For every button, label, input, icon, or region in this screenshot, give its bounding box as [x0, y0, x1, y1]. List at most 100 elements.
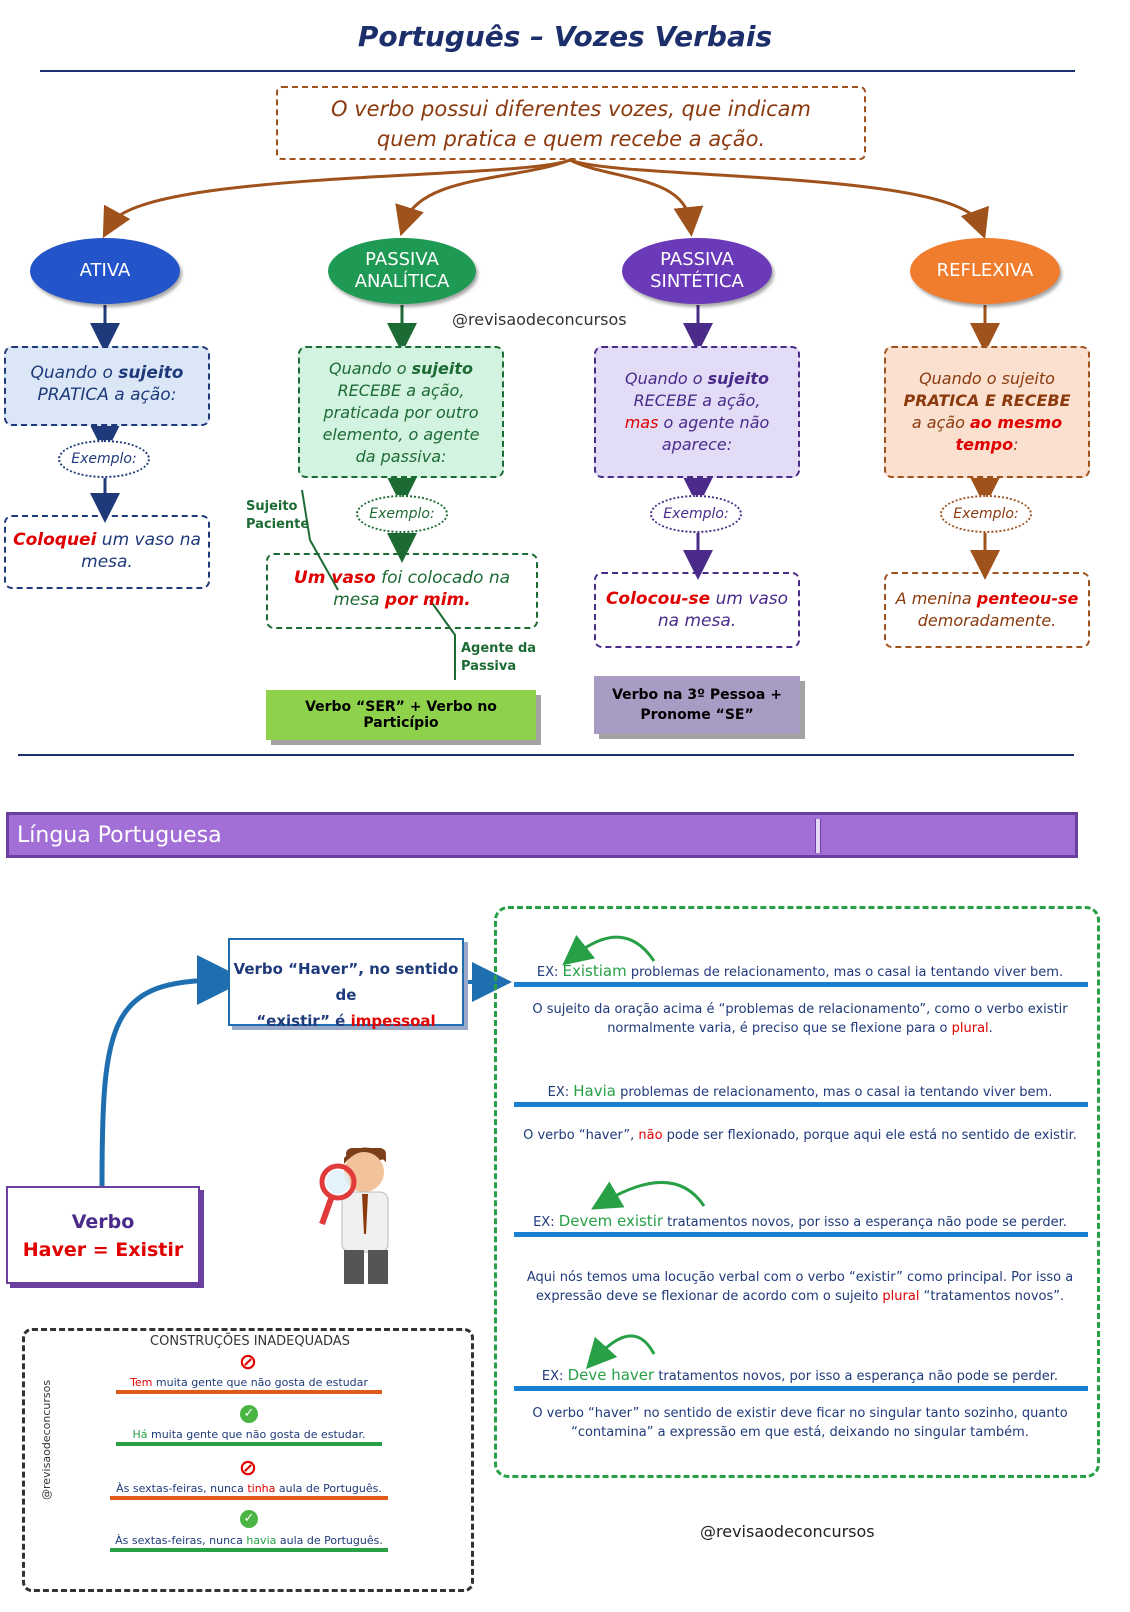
analitica-example-mesa: mesa [333, 590, 385, 610]
voice-analitica-ellipse: PASSIVA ANALÍTICA [328, 238, 476, 304]
analitica-desc-sujeito: sujeito [411, 359, 473, 378]
construcao-4-bar [110, 1548, 388, 1552]
watermark-bottom: @revisaodeconcursos [700, 1522, 875, 1541]
voice-sintetica-label-1: PASSIVA [660, 249, 734, 270]
construcoes-title: CONSTRUÇÕES INADEQUADAS [150, 1334, 350, 1349]
analitica-desc-pre: Quando o [329, 359, 412, 378]
voice-ativa-label: ATIVA [79, 260, 131, 281]
voice-reflexiva-label: REFLEXIVA [936, 260, 1034, 281]
construcao-2-rest: muita gente que não gosta de estudar. [147, 1428, 366, 1441]
example-3-expl-line2: expressão deve se flexionar de acordo co… [535, 1289, 883, 1304]
construcao-4: Às sextas-feiras, nunca havia aula de Po… [110, 1534, 388, 1547]
example-3-expl-post: “tratamentos novos”. [919, 1289, 1065, 1304]
intro-line-1: O verbo possui diferentes vozes, que ind… [331, 97, 811, 121]
sintetica-desc-line3: o agente não [658, 413, 770, 432]
example-3-expl-line1: Aqui nós temos uma locução verbal com o … [526, 1270, 1074, 1285]
example-2-nao: não [638, 1128, 663, 1143]
analitica-example-agent: por mim. [384, 590, 471, 610]
analitica-rule-box: Verbo “SER” + Verbo no Particípio [266, 690, 536, 740]
reflexiva-description-box: Quando o sujeito PRATICA E RECEBE a ação… [884, 346, 1090, 478]
haver-connector [99, 955, 512, 1187]
voice-sintetica-label-2: SINTÉTICA [650, 271, 744, 292]
reflexiva-example-verb: penteou-se [976, 589, 1079, 608]
haver-main-line1: Verbo [71, 1211, 135, 1233]
example-4-pre: EX: [541, 1369, 568, 1384]
reflexiva-example-box: A menina penteou-se demoradamente. [884, 572, 1090, 648]
tag-passiva: Passiva [461, 659, 517, 674]
reflexiva-desc-line2: PRATICA E RECEBE [903, 391, 1071, 410]
examples-panel [494, 906, 1100, 1478]
construcao-3: Às sextas-feiras, nunca tinha aula de Po… [110, 1482, 388, 1495]
example-1: EX: Existiam problemas de relacionamento… [500, 962, 1100, 980]
sintetica-desc-line4: aparece: [661, 435, 733, 454]
wrong-icon: ⊘ [238, 1350, 258, 1375]
construcao-1-wrong-word: Tem [130, 1376, 153, 1389]
construcao-2: Há muita gente que não gosta de estudar. [116, 1428, 382, 1441]
reflexiva-example-label: Exemplo: [940, 495, 1032, 533]
page-title: Português – Vozes Verbais [357, 20, 773, 53]
sintetica-desc-sujeito: sujeito [707, 369, 769, 388]
example-3-rest: tratamentos novos, por isso a esperança … [663, 1215, 1067, 1230]
ativa-desc-pre: Quando o [30, 363, 119, 383]
sintetica-rule-box: Verbo na 3º Pessoa + Pronome “SE” [594, 676, 800, 734]
example-1-plural: plural [951, 1021, 989, 1036]
sintetica-example-line2: na mesa. [657, 611, 737, 631]
wrong-icon: ⊘ [238, 1456, 258, 1481]
tag-sujeito: Sujeito [246, 499, 298, 514]
ativa-desc-line2: PRATICA a ação: [37, 385, 177, 405]
construcao-1: Tem muita gente que não gosta de estudar [116, 1376, 382, 1389]
example-arrows [562, 934, 706, 1370]
reflexiva-desc-line1: Quando o sujeito [919, 369, 1055, 388]
construcao-1-rest: muita gente que não gosta de estudar [152, 1376, 368, 1389]
example-4-rest: tratamentos novos, por isso a esperança … [654, 1369, 1059, 1384]
example-1-bar [514, 982, 1088, 987]
analitica-desc-line5: da passiva: [355, 447, 447, 466]
haver-verb-line1: Verbo “Haver”, no sentido de [233, 960, 459, 1004]
construcoes-box [22, 1328, 474, 1592]
construcao-3-rest: aula de Português. [275, 1482, 382, 1495]
check-icon: ✓ [240, 1405, 258, 1423]
construcao-3-wrong-word: tinha [247, 1482, 276, 1495]
example-4-expl-line1: O verbo “haver” no sentido de existir de… [532, 1406, 1068, 1421]
example-3-explanation: Aqui nós temos uma locução verbal com o … [500, 1268, 1100, 1306]
example-3-bar [514, 1232, 1088, 1237]
example-1-explanation: O sujeito da oração acima é “problemas d… [500, 1000, 1100, 1038]
example-3: EX: Devem existir tratamentos novos, por… [500, 1212, 1100, 1230]
voice-ativa-ellipse: ATIVA [30, 238, 180, 304]
construcao-4-pre: Às sextas-feiras, nunca [115, 1534, 247, 1547]
watermark-top: @revisaodeconcursos [452, 310, 627, 329]
example-2-pre: EX: [547, 1085, 574, 1100]
example-2: EX: Havia problemas de relacionamento, m… [500, 1082, 1100, 1100]
analitica-desc-line2: RECEBE a ação, [337, 381, 465, 400]
construcoes-side-label: @revisaodeconcursos [40, 1379, 53, 1500]
example-2-rest: problemas de relacionamento, mas o casal… [615, 1085, 1053, 1100]
voice-analitica-label-1: PASSIVA [365, 249, 439, 270]
sintetica-example-label: Exemplo: [650, 495, 742, 533]
example-3-pre: EX: [533, 1215, 559, 1230]
ativa-example-label: Exemplo: [58, 440, 150, 478]
reflexiva-example-pre: A menina [895, 589, 977, 608]
sintetica-desc-pre: Quando o [625, 369, 708, 388]
construcao-2-bar [116, 1442, 382, 1446]
tag-sujeito-paciente: Sujeito Paciente [246, 498, 309, 534]
ativa-example-rest: um vaso na [96, 530, 201, 550]
analitica-example-label: Exemplo: [356, 495, 448, 533]
reflexiva-desc-colon: : [1013, 435, 1019, 454]
voice-sintetica-ellipse: PASSIVA SINTÉTICA [622, 238, 772, 304]
sintetica-example-verb: Colocou-se [605, 589, 711, 609]
analitica-description-box: Quando o sujeito RECEBE a ação, praticad… [298, 346, 504, 478]
example-2-expl-pre: O verbo “haver”, [523, 1128, 639, 1143]
sintetica-example-box: Colocou-se um vaso na mesa. [594, 572, 800, 648]
thinking-man-icon [319, 1147, 389, 1284]
ativa-example-line2: mesa. [81, 552, 133, 572]
tag-agente: Agente da [461, 641, 537, 656]
analitica-desc-line4: elemento, o agente [322, 425, 480, 444]
example-1-verb: Existiam [562, 962, 627, 980]
example-2-verb: Havia [573, 1082, 616, 1100]
construcao-3-pre: Às sextas-feiras, nunca [116, 1482, 248, 1495]
reflexiva-desc-line3: a ação [911, 413, 971, 432]
intro-line-2: quem pratica e quem recebe a ação. [376, 127, 766, 151]
analitica-desc-line3: praticada por outro [323, 403, 479, 422]
ativa-desc-sujeito: sujeito [118, 363, 184, 383]
middle-divider [18, 754, 1074, 756]
